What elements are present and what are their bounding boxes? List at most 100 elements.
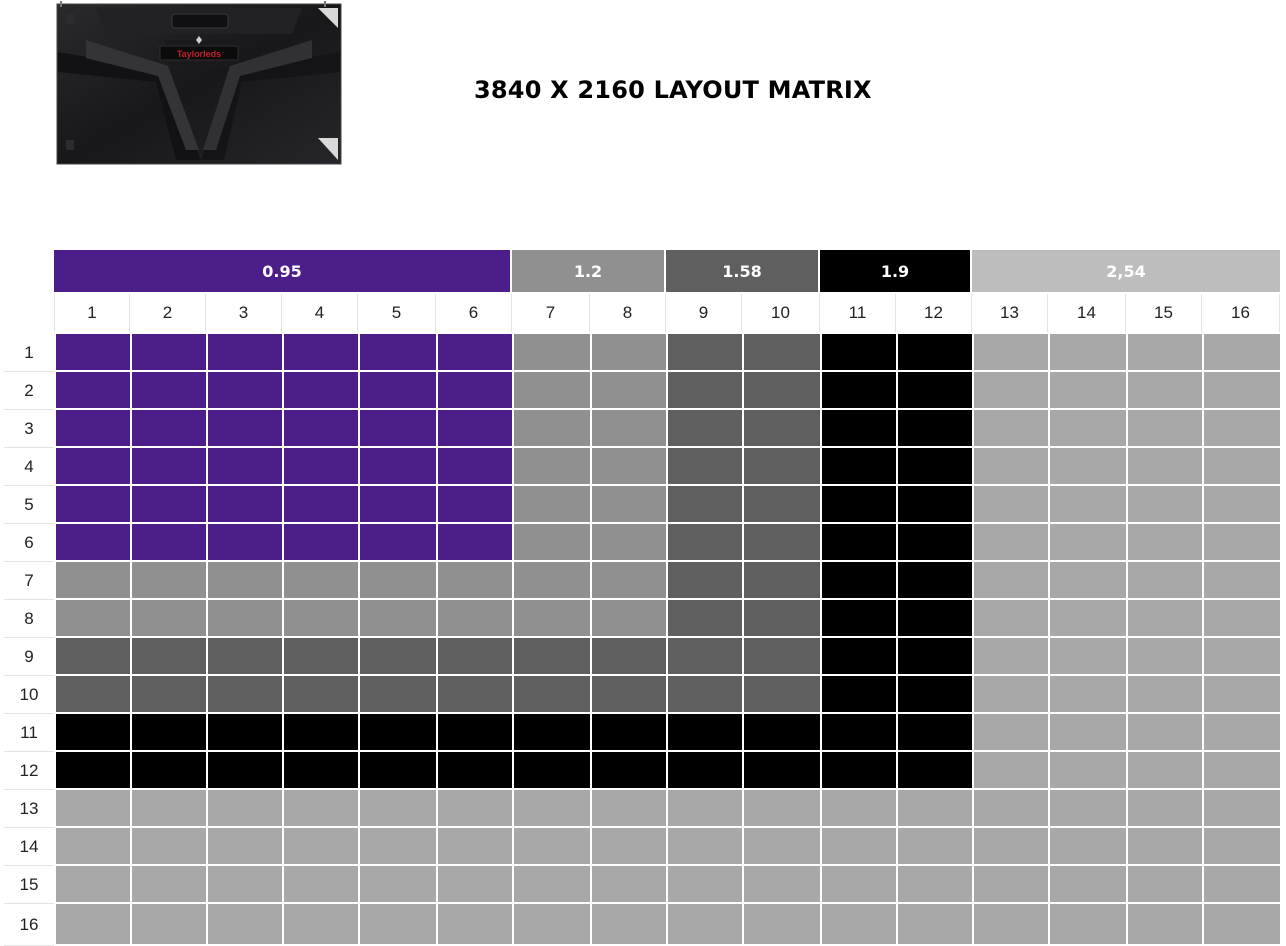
matrix-cell <box>208 866 282 902</box>
matrix-cell <box>132 828 206 864</box>
matrix-cell <box>974 638 1048 674</box>
matrix-cell <box>974 486 1048 522</box>
matrix-cell <box>360 524 436 560</box>
matrix-cell <box>744 790 820 826</box>
matrix-cell <box>514 752 590 788</box>
matrix-cell <box>284 866 358 902</box>
matrix-cell <box>284 828 358 864</box>
matrix-cell <box>1204 638 1280 674</box>
matrix-cell <box>668 752 742 788</box>
matrix-cell <box>438 486 512 522</box>
matrix-cell <box>592 410 666 446</box>
matrix-cell <box>132 524 206 560</box>
matrix-cell <box>438 904 512 944</box>
matrix-cell <box>898 486 972 522</box>
matrix-cell <box>744 334 820 370</box>
matrix-cell <box>360 410 436 446</box>
matrix-cell <box>360 600 436 636</box>
matrix-cell <box>514 448 590 484</box>
row-header: 7 <box>4 562 54 600</box>
matrix-cell <box>744 752 820 788</box>
matrix-cell <box>1050 790 1126 826</box>
matrix-cell <box>744 866 820 902</box>
matrix-cell <box>592 752 666 788</box>
matrix-cell <box>1204 562 1280 598</box>
row-header: 2 <box>4 372 54 410</box>
matrix-cell <box>898 714 972 750</box>
matrix-cell <box>514 714 590 750</box>
matrix-cell <box>1050 676 1126 712</box>
matrix-cell <box>744 600 820 636</box>
matrix-cell <box>1128 562 1202 598</box>
matrix-cell <box>592 714 666 750</box>
matrix-cell <box>822 600 896 636</box>
matrix-cell <box>822 448 896 484</box>
matrix-cell <box>1128 524 1202 560</box>
matrix-cell <box>898 334 972 370</box>
column-header: 3 <box>206 294 282 332</box>
matrix-cell <box>514 524 590 560</box>
matrix-cell <box>1204 828 1280 864</box>
column-header: 16 <box>1202 294 1280 332</box>
matrix-cell <box>744 372 820 408</box>
matrix-cell <box>208 524 282 560</box>
pitch-header-0-95: 0.95 <box>54 250 510 292</box>
column-header: 15 <box>1126 294 1202 332</box>
matrix-cell <box>208 676 282 712</box>
matrix-cell <box>744 638 820 674</box>
matrix-cell <box>56 676 130 712</box>
matrix-cell <box>974 866 1048 902</box>
matrix-cell <box>360 562 436 598</box>
matrix-cell <box>1204 676 1280 712</box>
matrix-cell <box>1050 904 1126 944</box>
matrix-cell <box>1050 828 1126 864</box>
matrix-cell <box>360 448 436 484</box>
matrix-cell <box>438 524 512 560</box>
matrix-cell <box>592 448 666 484</box>
matrix-cell <box>898 600 972 636</box>
matrix-cell <box>284 410 358 446</box>
matrix-cell <box>822 638 896 674</box>
matrix-cell <box>592 600 666 636</box>
matrix-cell <box>822 334 896 370</box>
matrix-cell <box>1128 790 1202 826</box>
matrix-cell <box>208 790 282 826</box>
matrix-cell <box>208 714 282 750</box>
matrix-cell <box>132 904 206 944</box>
matrix-cell <box>668 562 742 598</box>
matrix-cell <box>514 486 590 522</box>
matrix-cell <box>132 866 206 902</box>
matrix-cell <box>438 334 512 370</box>
row-header: 1 <box>4 334 54 372</box>
matrix-cell <box>284 790 358 826</box>
matrix-cell <box>56 372 130 408</box>
matrix-cell <box>668 790 742 826</box>
matrix-cell <box>668 866 742 902</box>
pitch-header-1-58: 1.58 <box>666 250 818 292</box>
matrix-cell <box>744 524 820 560</box>
matrix-cell <box>974 334 1048 370</box>
column-header: 13 <box>972 294 1048 332</box>
row-header: 6 <box>4 524 54 562</box>
matrix-cell <box>56 904 130 944</box>
matrix-cell <box>208 752 282 788</box>
matrix-cell <box>1128 372 1202 408</box>
column-header: 6 <box>436 294 512 332</box>
matrix-cell <box>668 676 742 712</box>
matrix-cell <box>592 904 666 944</box>
matrix-cell <box>668 828 742 864</box>
matrix-cell <box>56 524 130 560</box>
matrix-cell <box>592 562 666 598</box>
matrix-cell <box>592 676 666 712</box>
matrix-cell <box>360 866 436 902</box>
matrix-cell <box>668 714 742 750</box>
matrix-cell <box>360 752 436 788</box>
matrix-cell <box>132 790 206 826</box>
matrix-cell <box>360 828 436 864</box>
matrix-cell <box>974 752 1048 788</box>
matrix-cell <box>744 410 820 446</box>
row-header: 3 <box>4 410 54 448</box>
matrix-cell <box>360 904 436 944</box>
matrix-cell <box>822 752 896 788</box>
